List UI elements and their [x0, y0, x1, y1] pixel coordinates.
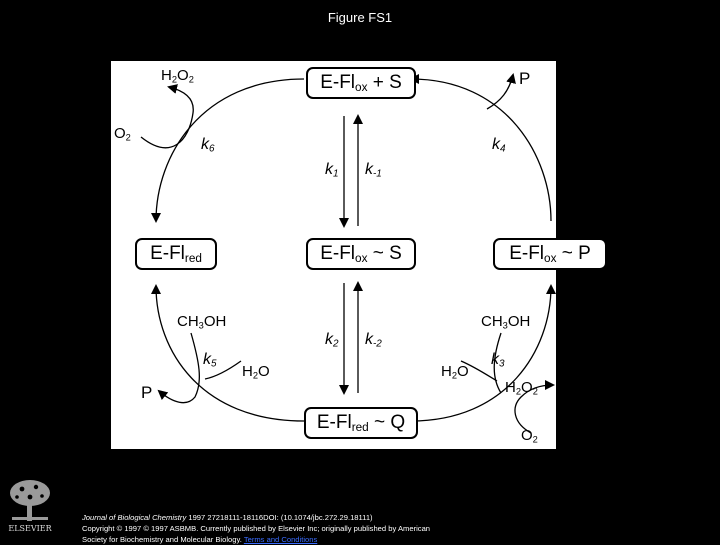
rate-k1-label: k1 — [325, 161, 339, 180]
rate-k4-label: k4 — [492, 136, 506, 155]
diagram-panel: E-Flox + S E-Flox ~ S E-Flred ~ Q E-Flre… — [111, 61, 607, 449]
citation: Journal of Biological Chemistry 1997 272… — [82, 512, 542, 545]
reaction-scheme — [140, 73, 556, 434]
logo-wordmark: ELSEVIER — [8, 524, 52, 533]
o2-top-left-label: O2 — [114, 125, 131, 143]
branch-ch3oh-right — [493, 332, 502, 394]
h2o2-top-left-label: H2O2 — [161, 67, 194, 85]
branch-p-top — [486, 73, 516, 110]
copyright-line: Copyright © 1997 © 1997 ASBMB. Currently… — [82, 524, 431, 533]
rate-k3-label: k3 — [491, 351, 505, 370]
citation-ref: 1997 27218111-18116DOI: (10.1074/jbc.272… — [186, 513, 373, 522]
rate-k-1-label: k-1 — [365, 161, 382, 180]
water-right-label: H2O — [441, 363, 469, 381]
branch-o2-h2o2 — [140, 84, 194, 149]
figure-title: Figure FS1 — [327, 10, 393, 25]
product-bottom-left-label: P — [141, 383, 153, 402]
rate-k6-label: k6 — [201, 136, 215, 155]
rate-k5-label: k5 — [203, 351, 217, 370]
rate-k-2-label: k-2 — [365, 331, 382, 350]
arc-top-left — [151, 78, 305, 223]
arc-top-right — [409, 74, 552, 222]
methanol-left-label: CH3OH — [177, 313, 227, 331]
branch-ch3oh-left — [157, 332, 200, 404]
journal-name: Journal of Biological Chemistry — [82, 513, 187, 522]
enzyme-reduced-box: E-Flred — [135, 238, 217, 270]
elsevier-logo: ELSEVIER — [6, 477, 54, 535]
enzyme-oxidized-complex-box: E-Flox ~ S — [306, 238, 416, 270]
branch-h2o-left — [204, 360, 242, 380]
branch-h2o-right — [460, 360, 498, 382]
water-left-label: H2O — [242, 363, 270, 381]
arc-bottom-left — [151, 284, 305, 422]
o2-bottom-label: O2 — [521, 427, 538, 445]
branch-o2-h2o2-right — [514, 380, 555, 434]
arc-bottom-right — [410, 284, 556, 422]
methanol-right-label: CH3OH — [481, 313, 531, 331]
enzyme-oxidized-product-box: E-Flox ~ P — [493, 238, 607, 270]
product-top-right-label: P — [519, 69, 531, 88]
h2o2-bottom-right-label: H2O2 — [505, 379, 538, 397]
rate-k2-label: k2 — [325, 331, 339, 350]
enzyme-oxidized-substrate-box: E-Flox + S — [306, 67, 416, 99]
enzyme-reduced-complex-box: E-Flred ~ Q — [304, 407, 418, 439]
